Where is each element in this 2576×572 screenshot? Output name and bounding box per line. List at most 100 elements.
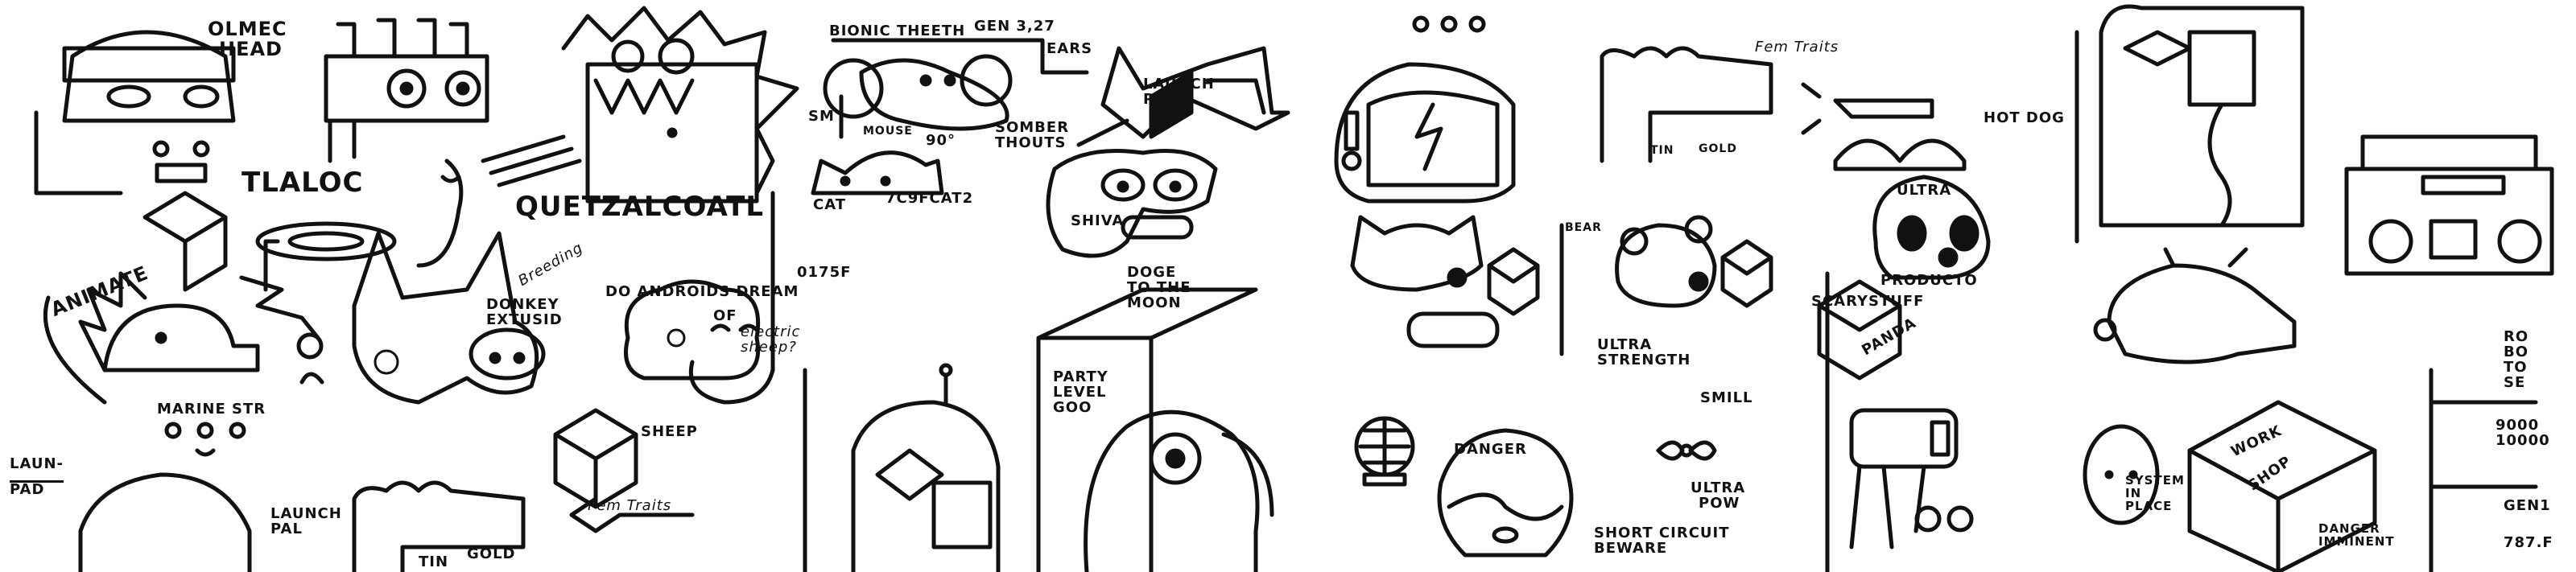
- potato-doodle: [2083, 424, 2160, 525]
- workshop-box-doodle: [2187, 400, 2377, 572]
- cat-doodle: [811, 150, 944, 195]
- label-0175f: 0175F: [797, 264, 852, 281]
- label-system-line: SYSTEM: [2125, 473, 2185, 488]
- sheep-doodle: [624, 279, 775, 405]
- label-se: SE: [2504, 373, 2526, 391]
- label-90: 90°: [926, 132, 956, 149]
- label-imminent-line: IMMINENT: [2318, 533, 2395, 549]
- label-sheep-q-line: sheep?: [741, 338, 797, 356]
- parrot-doodle: [1084, 409, 1274, 572]
- label-launch-line-2: LAUNCH: [1143, 76, 1215, 93]
- label-level-line: LEVEL: [1053, 383, 1107, 401]
- quetzalcoatl-doodle: [481, 6, 799, 204]
- label-dream-line: DREAM: [736, 283, 799, 300]
- label-place-line: PLACE: [2125, 498, 2173, 513]
- label-olmec-line: OLMEC: [208, 18, 287, 40]
- label-danger: DANGER: [1454, 441, 1527, 458]
- label-fem-traits-1: Fem Traits: [588, 497, 672, 514]
- label-pal-line-2: PAL: [1143, 90, 1175, 108]
- robot-dog-doodle: [1849, 408, 1974, 549]
- label-moon-line: MOON: [1127, 294, 1182, 311]
- label-tin-1: TIN: [419, 553, 449, 570]
- helmet-doodle-2: [1334, 15, 1516, 204]
- label-scary: SCARYSTUFF: [1811, 293, 1925, 310]
- label-marine: MARINE STR: [157, 401, 266, 418]
- label-tin-2: TIN: [1650, 144, 1674, 157]
- mouse-doodle: [823, 38, 1089, 139]
- cow-doodle: [2093, 247, 2297, 364]
- label-androids: DO ANDROIDS DREAM: [605, 283, 799, 300]
- donkey-doodle: [352, 231, 546, 405]
- panda-doodle: [1817, 175, 1991, 381]
- halo-doodle: [255, 158, 464, 292]
- box-robot-doodle: [851, 363, 1001, 572]
- label-bear: BEAR: [1565, 221, 1602, 234]
- box-doodle: [142, 191, 228, 292]
- label-tlaloc: TLALOC: [242, 167, 364, 199]
- label-pow-line: POW: [1699, 494, 1740, 512]
- fishbowl-doodle: [1437, 428, 1574, 558]
- label-electric-line: electric: [741, 323, 801, 340]
- lightning-doodle: [239, 275, 324, 385]
- disco-ball-doodle: [1354, 416, 1415, 487]
- label-pad-line: PAD: [10, 479, 64, 498]
- label-shiva: SHIVA: [1071, 212, 1125, 229]
- tlaloc-doodle: [324, 18, 489, 183]
- label-pal-line: PAL: [270, 520, 303, 537]
- connector-lines: [770, 30, 2538, 572]
- bear-doodle: [1615, 215, 1773, 308]
- label-quetzalcoatl: QUETZALCOATL: [515, 191, 765, 223]
- label-smill: SMILL: [1700, 389, 1753, 406]
- cube-doodle: [553, 408, 638, 509]
- label-hotdog: HOT DOG: [1984, 109, 2065, 126]
- label-to-the-line: TO THE: [1127, 278, 1191, 296]
- label-sheep: SHEEP: [641, 423, 698, 440]
- raccoon-doodle: [1076, 46, 1290, 147]
- label-beware-line: BEWARE: [1594, 539, 1668, 557]
- label-ultra-line: ULTRA: [1597, 336, 1653, 353]
- label-producto: PRODUCTO: [1880, 272, 1978, 289]
- label-ultra-pow-line: ULTRA: [1690, 479, 1746, 496]
- label-of: OF: [713, 307, 737, 324]
- label-ultra-cow: ULTRA: [1897, 182, 1952, 199]
- label-somber-line: SOMBER: [995, 119, 1070, 136]
- olmec-head-doodle: [34, 30, 236, 195]
- label-ro: RO: [2504, 328, 2529, 345]
- label-gen1: GEN1: [2504, 497, 2551, 514]
- label-gold-2: GOLD: [1699, 142, 1737, 155]
- label-cat: CAT: [813, 196, 847, 213]
- label-short-line: SHORT CIRCUIT: [1594, 525, 1730, 541]
- label-fem-traits-2: Fem Traits: [1755, 39, 1839, 56]
- owl-doodle: [1046, 149, 1218, 258]
- bowtie-doodle: [1656, 440, 1717, 461]
- label-doge-line: DOGE: [1127, 264, 1177, 281]
- label-to: TO: [2504, 358, 2528, 376]
- label-bionic: BIONIC THEETH: [829, 23, 966, 39]
- label-gold-1: GOLD: [467, 545, 516, 562]
- label-party-line: PARTY: [1053, 368, 1108, 385]
- label-787f: 787.F: [2504, 534, 2553, 551]
- label-code-cat: 7C9FCAT2: [886, 190, 974, 207]
- propeller-doodle: [1801, 82, 1967, 171]
- label-danger-line: DANGER: [2318, 521, 2380, 536]
- shiba-doodle: [1350, 215, 1540, 348]
- helmet-doodle: [78, 422, 252, 572]
- label-in-line: IN: [2125, 485, 2142, 500]
- label-9000: 9000: [2496, 417, 2540, 434]
- marine-creature-doodle: [43, 271, 260, 405]
- label-mouse: MOUSE: [863, 125, 913, 138]
- label-laun-line: LAUN-: [10, 455, 64, 472]
- label-head-line: HEAD: [219, 38, 283, 61]
